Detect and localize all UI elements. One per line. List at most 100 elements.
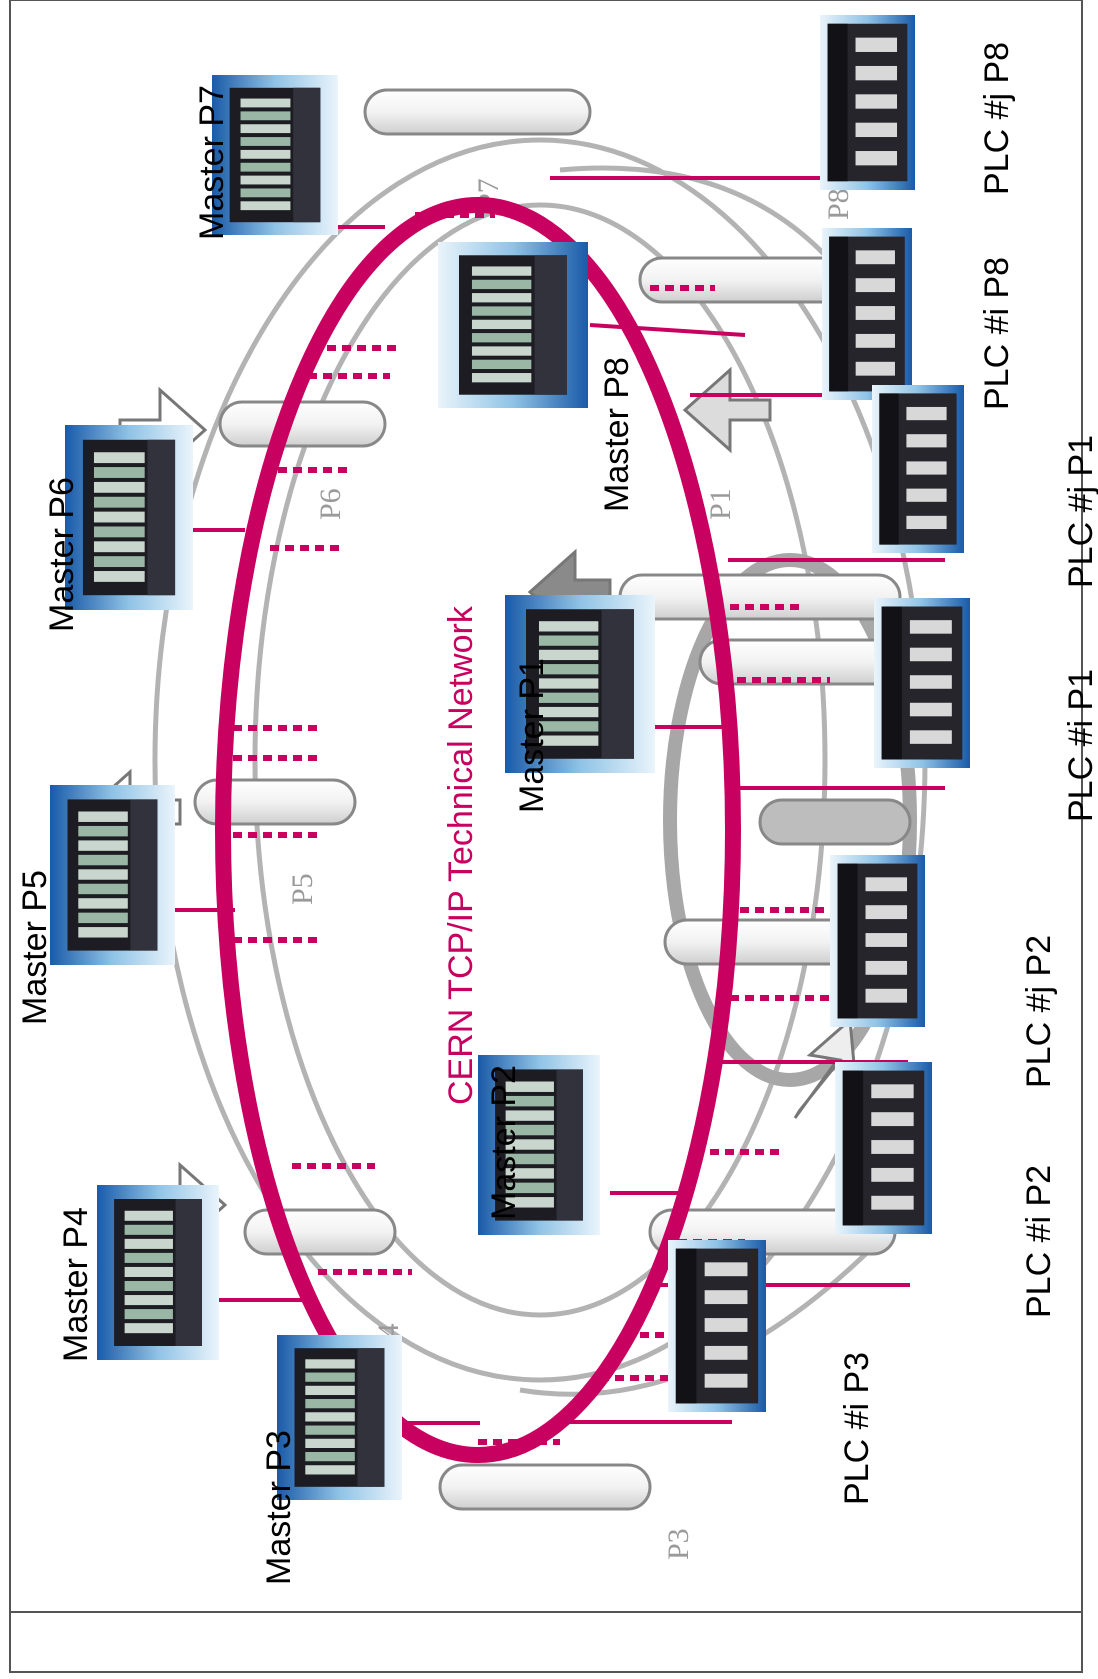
plc-module [866, 961, 907, 975]
plc-top [829, 237, 848, 392]
rack-slot [241, 137, 291, 146]
plc-top [676, 1249, 697, 1404]
plc-module [705, 1374, 748, 1388]
rack-slot [125, 1309, 173, 1319]
plc-module [871, 1084, 913, 1098]
pipe [440, 1465, 650, 1509]
plc-module [705, 1262, 748, 1276]
rack-slot [78, 840, 128, 850]
plc-module [906, 489, 946, 502]
plc-module [866, 989, 907, 1003]
plc-module [856, 306, 895, 320]
plc-module [856, 250, 895, 264]
plc-module [871, 1140, 913, 1154]
rack-slot [241, 111, 291, 120]
rack-slot [94, 526, 145, 537]
plc-top [882, 607, 902, 760]
rack-slot [241, 150, 291, 159]
rack-face [176, 1199, 202, 1346]
plc-module [705, 1318, 748, 1332]
rack-slot [94, 482, 145, 493]
rack-slot [125, 1225, 173, 1235]
rack-slot [94, 497, 145, 508]
plc-module [705, 1290, 748, 1304]
plc-module [856, 123, 897, 137]
master-label-p3: Master P3 [260, 1430, 298, 1585]
plc-module [871, 1168, 913, 1182]
rack-slot [125, 1323, 173, 1333]
plc-module [856, 66, 897, 80]
master-device-p6 [65, 425, 193, 610]
rack-slot [241, 176, 291, 185]
plc-label-i-p8: PLC #i P8 [978, 257, 1016, 410]
plc-module [856, 151, 897, 165]
pipe [620, 575, 900, 619]
plc-module [705, 1346, 748, 1360]
plc-module [866, 933, 907, 947]
plc-top [879, 393, 898, 544]
plc-module [910, 675, 952, 689]
master-label-p8: Master P8 [598, 357, 636, 512]
rack-face [535, 255, 567, 394]
plc-module [866, 905, 907, 919]
master-device-p8 [438, 242, 588, 408]
plc-module [906, 434, 946, 447]
rack-slot [78, 855, 128, 865]
plc-module [906, 407, 946, 420]
plc-module [906, 516, 946, 529]
plc-device-j-p1 [872, 385, 964, 553]
plc-module [910, 620, 952, 634]
rack-slot [78, 884, 128, 894]
rack-slot [94, 556, 145, 567]
rack-slot [125, 1211, 173, 1221]
master-label-p1: Master P1 [513, 658, 551, 813]
master-device-p5 [50, 785, 175, 965]
rack-slot [305, 1359, 355, 1368]
plc-device-j-p2 [830, 855, 925, 1027]
pipe [365, 90, 590, 134]
plc-module [910, 703, 952, 717]
rack-slot [305, 1465, 355, 1474]
rack-slot [78, 869, 128, 879]
point-label-p3: P3 [662, 1528, 695, 1560]
rack-slot [241, 188, 291, 197]
plc-module [856, 38, 897, 52]
rack-slot [472, 266, 531, 275]
plc-module [910, 648, 952, 662]
rack-slot [78, 913, 128, 923]
rack-slot [241, 99, 291, 108]
rack-slot [472, 360, 531, 369]
plc-label-i-p1: PLC #i P1 [1062, 669, 1098, 822]
rack-slot [472, 346, 531, 355]
point-label-p1: P1 [704, 488, 737, 520]
plc-label-i-p3: PLC #i P3 [838, 1352, 876, 1505]
plc-device-i-p3 [668, 1240, 766, 1412]
plc-top [843, 1071, 863, 1226]
rack-slot [78, 826, 128, 836]
rack-slot [78, 811, 128, 821]
rack-slot [125, 1239, 173, 1249]
rack-slot [78, 927, 128, 937]
rack-slot [305, 1452, 355, 1461]
pipe [220, 402, 385, 446]
rack-face [147, 440, 175, 595]
plc-device-i-p8 [822, 228, 912, 400]
plc-device-i-p1 [874, 598, 970, 768]
rack-face [293, 88, 320, 222]
plc-top [828, 24, 848, 182]
rack-slot [241, 201, 291, 210]
network-label: CERN TCP/IP Technical Network [442, 605, 480, 1105]
rack-slot [305, 1386, 355, 1395]
plc-module [856, 334, 895, 348]
arrow-icon [685, 370, 770, 450]
rack-slot [305, 1439, 355, 1448]
master-device-p4 [97, 1185, 219, 1360]
plc-device-i-p2 [835, 1062, 932, 1234]
rack-slot [539, 621, 598, 631]
master-label-p2: Master P2 [485, 1065, 523, 1220]
rack-slot [94, 571, 145, 582]
rack-slot [305, 1426, 355, 1435]
rack-slot [472, 293, 531, 302]
plc-label-j-p1: PLC #j P1 [1062, 435, 1098, 588]
rack-slot [241, 124, 291, 133]
